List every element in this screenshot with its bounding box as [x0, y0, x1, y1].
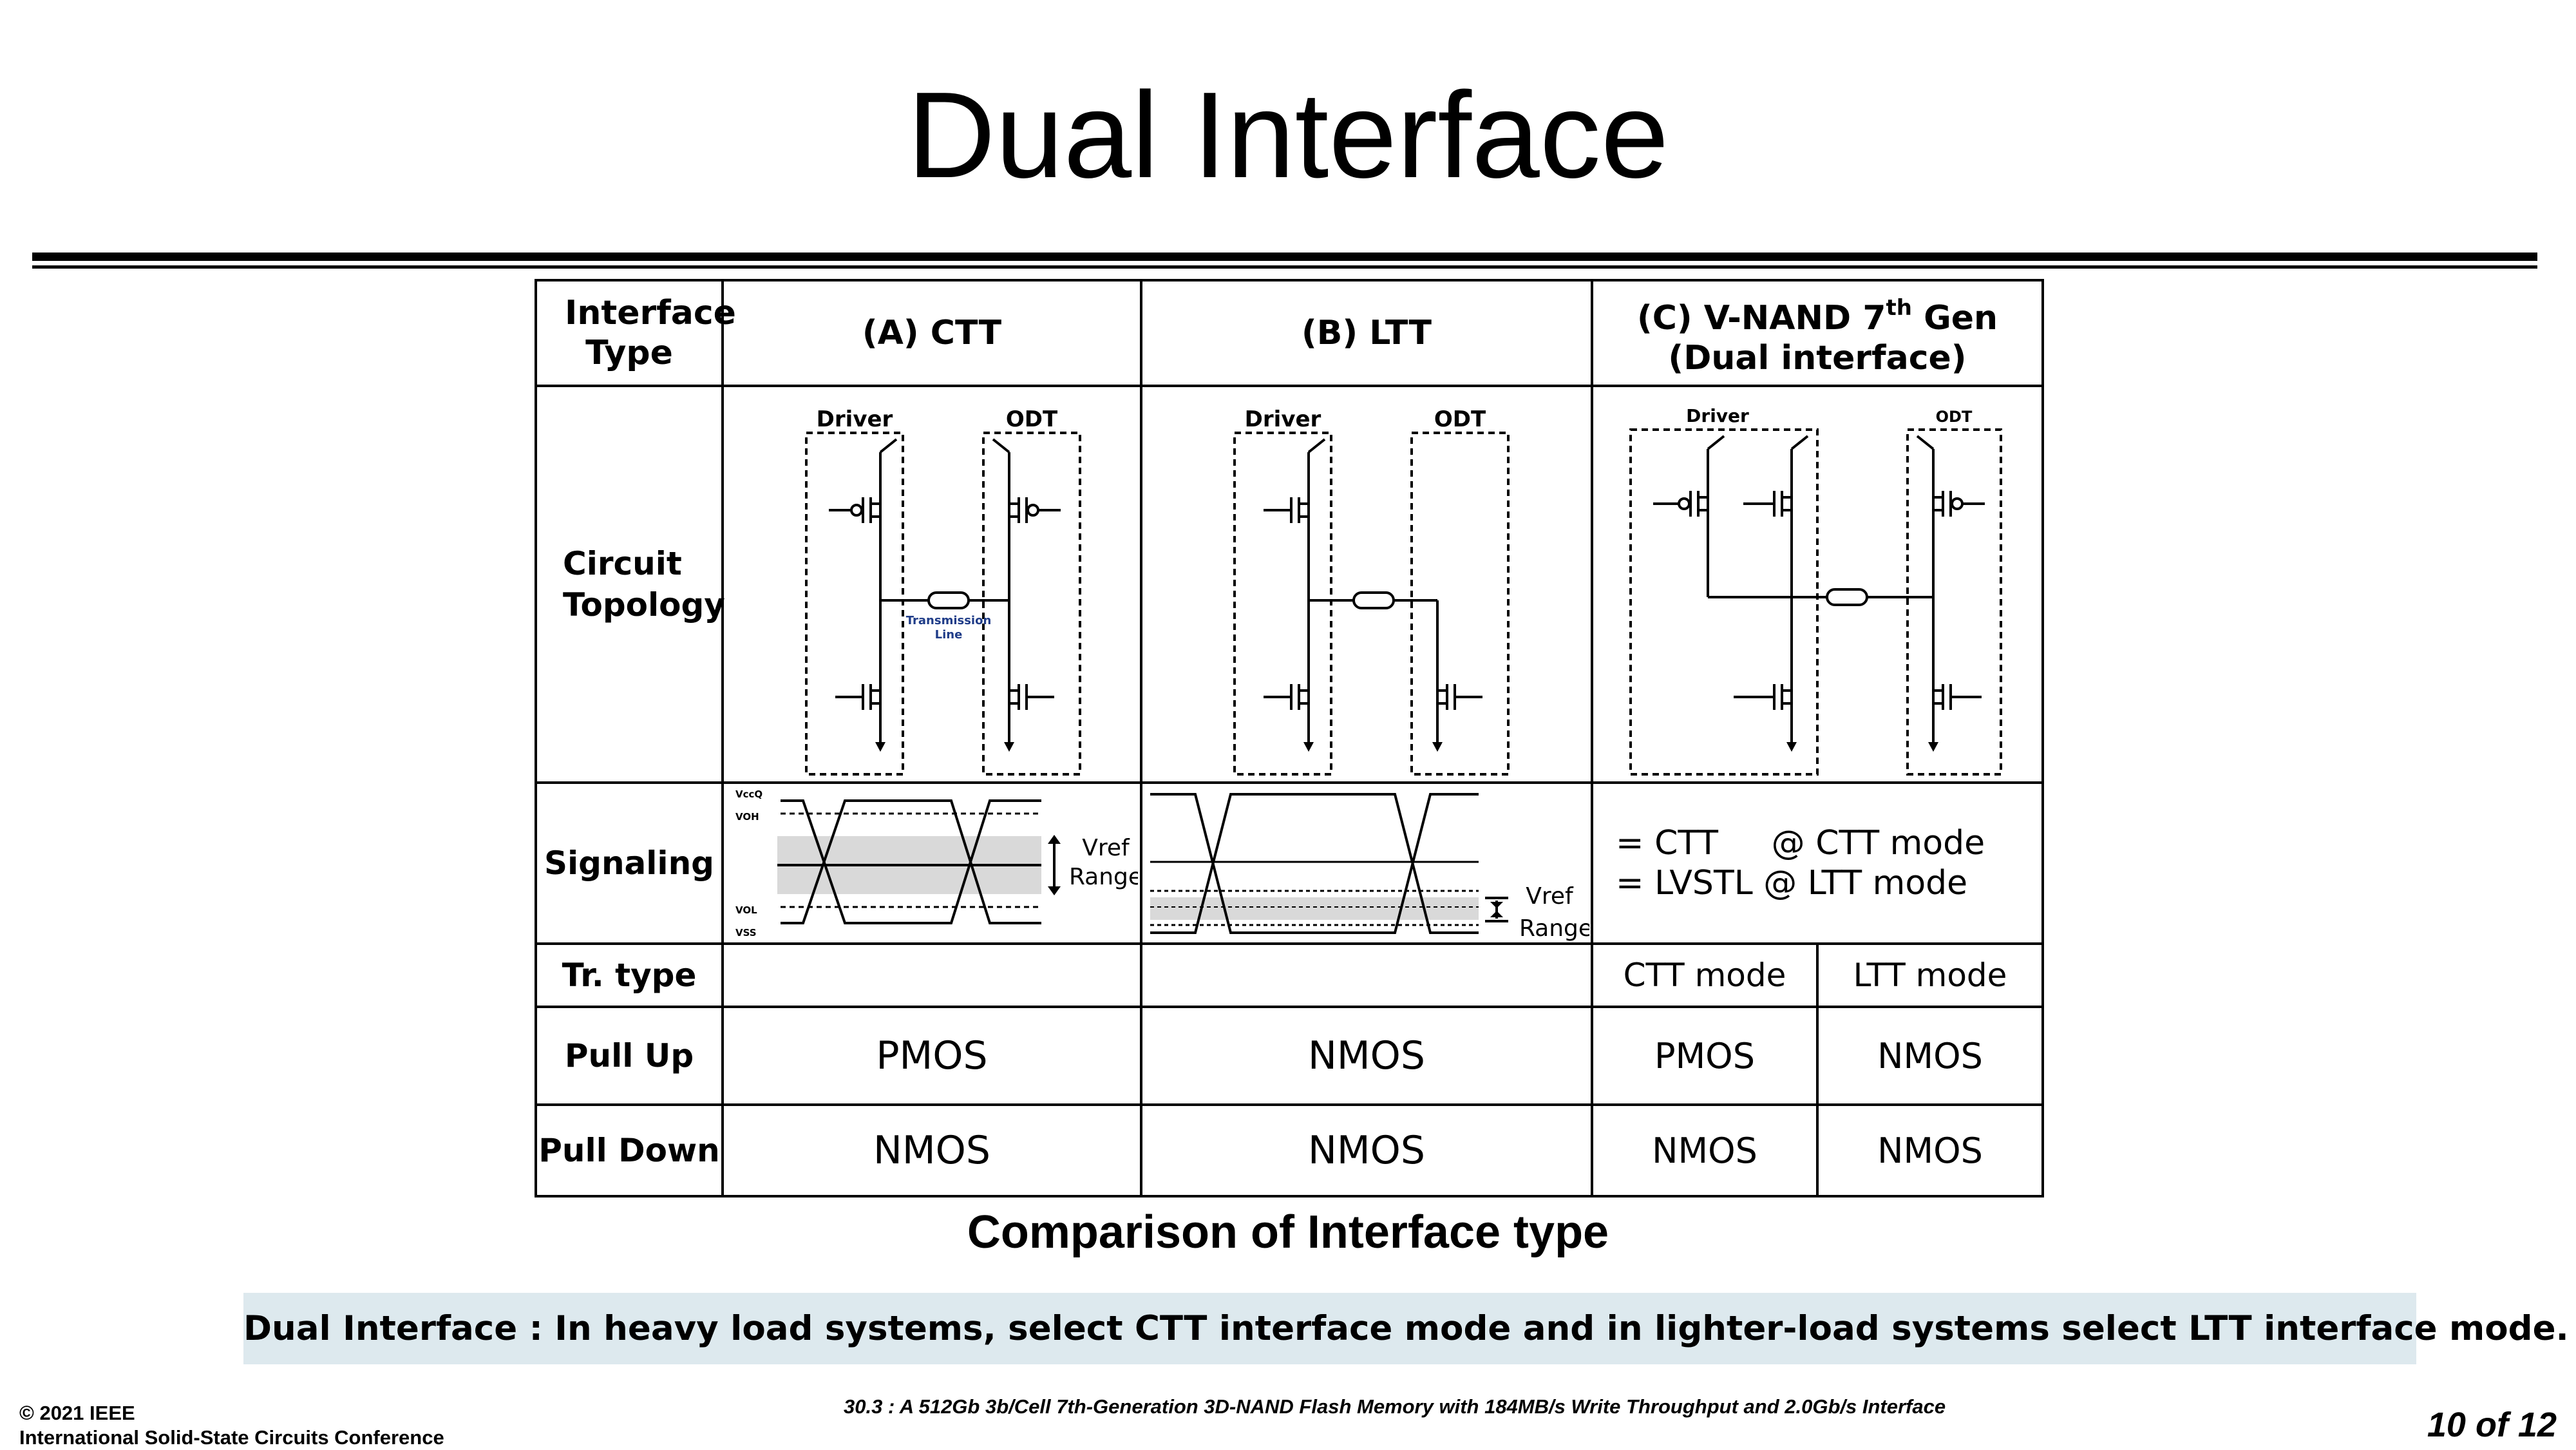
title-rule-thick: [32, 253, 2537, 261]
ltt-driver-label: Driver: [1245, 406, 1321, 432]
row-label-circuit-topology: Circuit Topology: [535, 385, 725, 784]
footer-paper-title: 30.3 : A 512Gb 3b/Cell 7th-Generation 3D…: [844, 1395, 1946, 1418]
vss-label: VSS: [735, 927, 757, 939]
pull-up-row: Pull Up PMOS NMOS PMOS NMOS: [535, 1006, 2044, 1106]
vnand-ctt-pull-up: PMOS: [1591, 1006, 1819, 1106]
footer-conference: International Solid-State Circuits Confe…: [19, 1426, 444, 1449]
vnand-ltt-pull-up: NMOS: [1816, 1006, 2044, 1106]
header-ltt: (B) LTT: [1140, 279, 1593, 387]
tr-type-row: Tr. type CTT mode LTT mode: [535, 942, 2044, 1008]
transmission-line-label: Transmission: [906, 614, 992, 627]
ltt-vref-label: Vref: [1526, 883, 1574, 910]
vnand-signaling-ltt: = LVSTL @ LTT mode: [1616, 864, 1968, 902]
ltt-circuit-cell: Driver ODT: [1140, 385, 1593, 784]
ctt-signaling-cell: VccQ VOH VOL VSS Vref Range: [721, 781, 1142, 945]
vnand-circuit-diagram: Driver ODT: [1629, 405, 2002, 776]
ctt-tr-type-cell: [721, 942, 1142, 1008]
ltt-pull-down: NMOS: [1140, 1103, 1593, 1197]
ltt-circuit-diagram: Driver ODT: [1233, 406, 1510, 776]
vnand-signaling-ctt: = CTT @ CTT mode: [1616, 824, 1985, 863]
footer-copyright: © 2021 IEEE: [19, 1402, 135, 1424]
ltt-tr-type-cell: [1140, 942, 1593, 1008]
ctt-driver-label: Driver: [817, 406, 893, 432]
ctt-pull-up: PMOS: [721, 1006, 1142, 1106]
vccq-label: VccQ: [735, 788, 762, 800]
ltt-odt-label: ODT: [1434, 406, 1486, 432]
ltt-signaling-diagram: Vref Range: [1150, 792, 1589, 942]
ctt-pull-down: NMOS: [721, 1103, 1142, 1197]
header-vnand: (C) V-NAND 7th Gen (Dual interface): [1591, 279, 2044, 387]
table-caption: Comparison of Interface type: [967, 1207, 1609, 1258]
slide-title: Dual Interface: [907, 67, 1669, 204]
comparison-table: Interface Type (A) CTT (B) LTT (C) V-NAN…: [535, 279, 2044, 1197]
footer-page-number: 10 of 12: [2427, 1406, 2557, 1444]
row-label-signaling: Signaling: [535, 781, 724, 945]
header-ctt: (A) CTT: [721, 279, 1142, 387]
ltt-mode-cell: LTT mode: [1816, 942, 2044, 1008]
ctt-range-label: Range: [1069, 864, 1138, 890]
signaling-row: Signaling VccQ VOH: [535, 781, 2044, 945]
table-header-row: Interface Type (A) CTT (B) LTT (C) V-NAN…: [535, 279, 2044, 387]
ctt-signaling-diagram: VccQ VOH VOL VSS Vref Range: [735, 788, 1138, 939]
vnand-ctt-pull-down: NMOS: [1591, 1103, 1819, 1197]
ltt-signaling-cell: Vref Range: [1140, 781, 1593, 945]
row-label-tr-type: Tr. type: [535, 942, 724, 1008]
vnand-driver-label: Driver: [1686, 405, 1749, 426]
ctt-circuit-diagram: Driver ODT Transmission Line: [805, 406, 1081, 776]
circuit-topology-row: Circuit Topology: [535, 385, 2044, 784]
transmission-line-label-2: Line: [935, 628, 963, 642]
row-label-pull-up: Pull Up: [535, 1006, 724, 1106]
summary-banner: Dual Interface : In heavy load systems, …: [243, 1293, 2569, 1364]
pull-down-row: Pull Down NMOS NMOS NMOS NMOS: [535, 1103, 2044, 1197]
ctt-mode-cell: CTT mode: [1591, 942, 1819, 1008]
vol-label: VOL: [735, 904, 757, 916]
header-interface-type: Interface Type: [535, 279, 736, 387]
vnand-odt-label: ODT: [1936, 408, 1973, 426]
title-rule-thin: [32, 265, 2537, 269]
ltt-range-label: Range: [1519, 915, 1589, 942]
row-label-pull-down: Pull Down: [535, 1103, 724, 1197]
vnand-circuit-cell: Driver ODT: [1591, 385, 2044, 784]
ctt-vref-label: Vref: [1082, 835, 1130, 861]
vnand-ltt-pull-down: NMOS: [1816, 1103, 2044, 1197]
ctt-circuit-cell: Driver ODT Transmission Line: [721, 385, 1142, 784]
footer-copyright-block: © 2021 IEEE International Solid-State Ci…: [19, 1401, 444, 1450]
vnand-signaling-cell: = CTT @ CTT mode = LVSTL @ LTT mode: [1591, 781, 2044, 945]
voh-label: VOH: [735, 811, 759, 823]
ctt-odt-label: ODT: [1006, 406, 1058, 432]
ltt-pull-up: NMOS: [1140, 1006, 1593, 1106]
